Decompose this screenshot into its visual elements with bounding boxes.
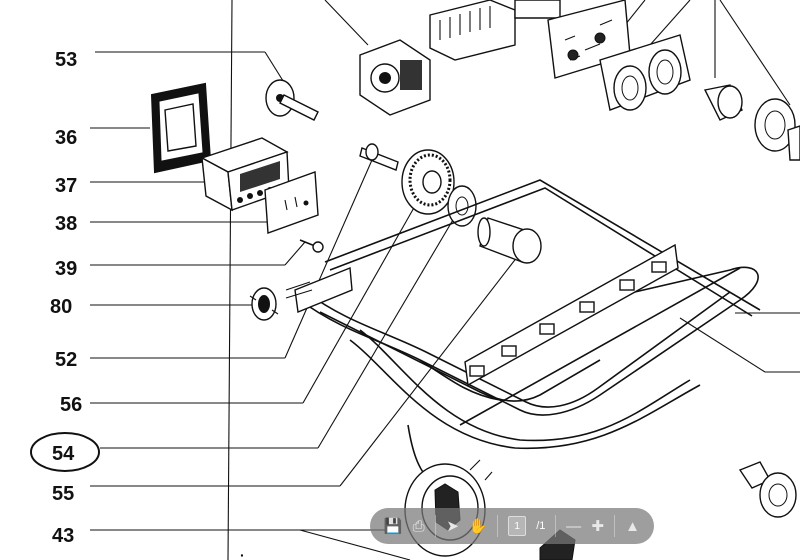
pdf-icon[interactable]: ▲: [625, 517, 640, 535]
part-terminal-bracket: [464, 243, 679, 387]
cut-off-label: ·: [240, 547, 245, 560]
part-top-connector: [429, 0, 561, 61]
part-39-screw: [299, 239, 324, 253]
part-36-gasket: [150, 82, 212, 174]
label-38: 38: [55, 213, 77, 235]
toolbar-divider: [435, 515, 436, 537]
part-bottom-right-bulb: [738, 461, 797, 518]
zoom-in-icon[interactable]: ✚: [591, 518, 605, 535]
part-80-thermostat: [249, 287, 279, 321]
part-56-knob-dial: [401, 149, 455, 215]
label-54: 54: [52, 443, 75, 465]
toolbar-divider: [497, 515, 498, 537]
frame-line: [227, 0, 233, 560]
toolbar-divider: [614, 515, 616, 537]
label-80: 80: [50, 296, 72, 318]
pointer-icon[interactable]: ➤: [446, 518, 459, 535]
label-56: 56: [60, 394, 82, 416]
page-total: /1: [536, 520, 546, 532]
leader-lines: [90, 0, 800, 560]
part-heating-element: [299, 179, 761, 450]
part-54-flange: [447, 185, 477, 227]
label-37: 37: [55, 175, 77, 197]
label-53: 53: [55, 49, 77, 71]
save-icon[interactable]: 💾: [383, 518, 403, 535]
part-55-fan-motor: [477, 217, 542, 264]
label-52: 52: [55, 349, 77, 371]
print-icon[interactable]: ⎙: [412, 517, 425, 535]
toolbar-divider: [555, 515, 557, 537]
part-37-timer-module: [200, 137, 290, 212]
hand-icon[interactable]: ✋: [468, 518, 488, 535]
label-39: 39: [55, 258, 77, 280]
part-top-motor: [359, 39, 431, 116]
page-number-input[interactable]: 1: [508, 516, 527, 536]
highlight-circle: [30, 432, 100, 472]
part-wire-connector: [285, 267, 353, 313]
part-52-shaft: [359, 143, 399, 171]
part-top-lamp-cap: [703, 84, 800, 161]
label-36: 36: [55, 127, 77, 149]
pdf-viewer-toolbar: 💾 ⎙ ➤ ✋ 1 /1 — ✚ ▲: [370, 508, 654, 544]
label-43: 43: [52, 525, 74, 547]
part-53-spindle: [265, 79, 319, 121]
part-38-label-plate: [264, 171, 319, 234]
part-top-lamp-sockets: [599, 34, 691, 111]
zoom-out-icon[interactable]: —: [566, 517, 582, 535]
label-55: 55: [52, 483, 74, 505]
